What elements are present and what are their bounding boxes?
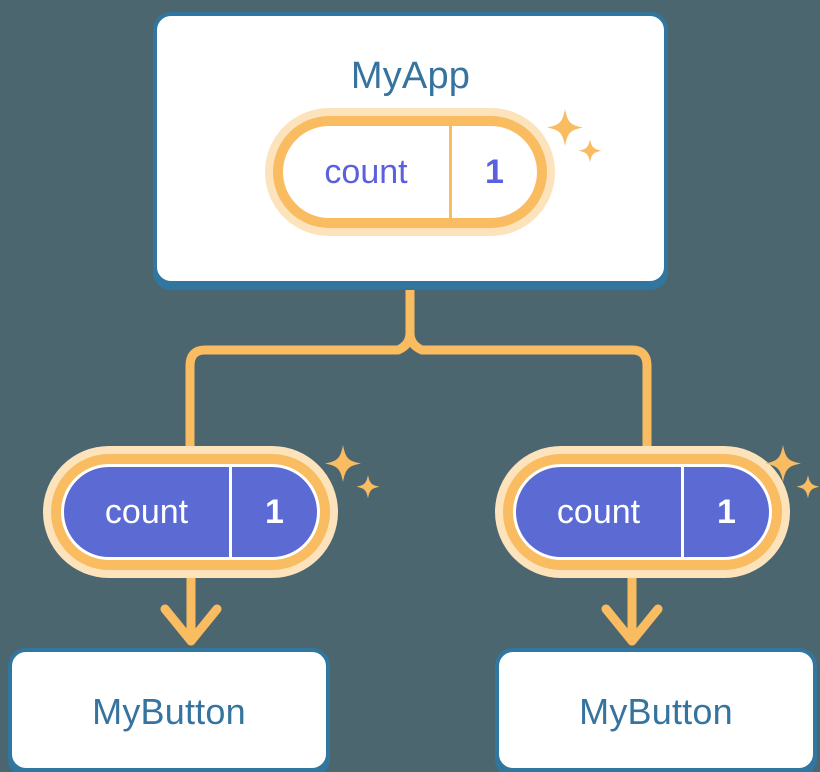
pill-body: count 1 <box>61 464 320 560</box>
state-name-label: count <box>556 492 641 531</box>
state-pill-left-button[interactable]: count 1 <box>43 446 338 578</box>
state-value-label: 1 <box>681 467 769 557</box>
mybutton-component-card-right[interactable]: MyButton <box>495 648 817 772</box>
sparkle-four-point-small-icon <box>356 475 380 499</box>
state-name-label: count <box>104 492 189 531</box>
mybutton-label: MyButton <box>92 691 246 732</box>
page-title: MyApp <box>350 55 471 97</box>
arrow-down-icon <box>601 573 663 646</box>
state-pill-myapp[interactable]: count 1 <box>265 108 555 236</box>
sparkle-four-point-small-icon <box>796 475 820 499</box>
pill-body: count 1 <box>513 464 772 560</box>
state-pill-right-button[interactable]: count 1 <box>495 446 790 578</box>
myapp-component-card[interactable]: MyApp <box>153 12 668 285</box>
pill-body: count 1 <box>283 126 537 218</box>
arrow-down-icon <box>160 573 222 646</box>
branch-connector-icon <box>185 283 652 451</box>
state-name-label: count <box>324 152 408 191</box>
state-value-label: 1 <box>449 126 537 218</box>
mybutton-label: MyButton <box>579 691 733 732</box>
state-value-label: 1 <box>229 467 317 557</box>
mybutton-component-card-left[interactable]: MyButton <box>8 648 330 772</box>
